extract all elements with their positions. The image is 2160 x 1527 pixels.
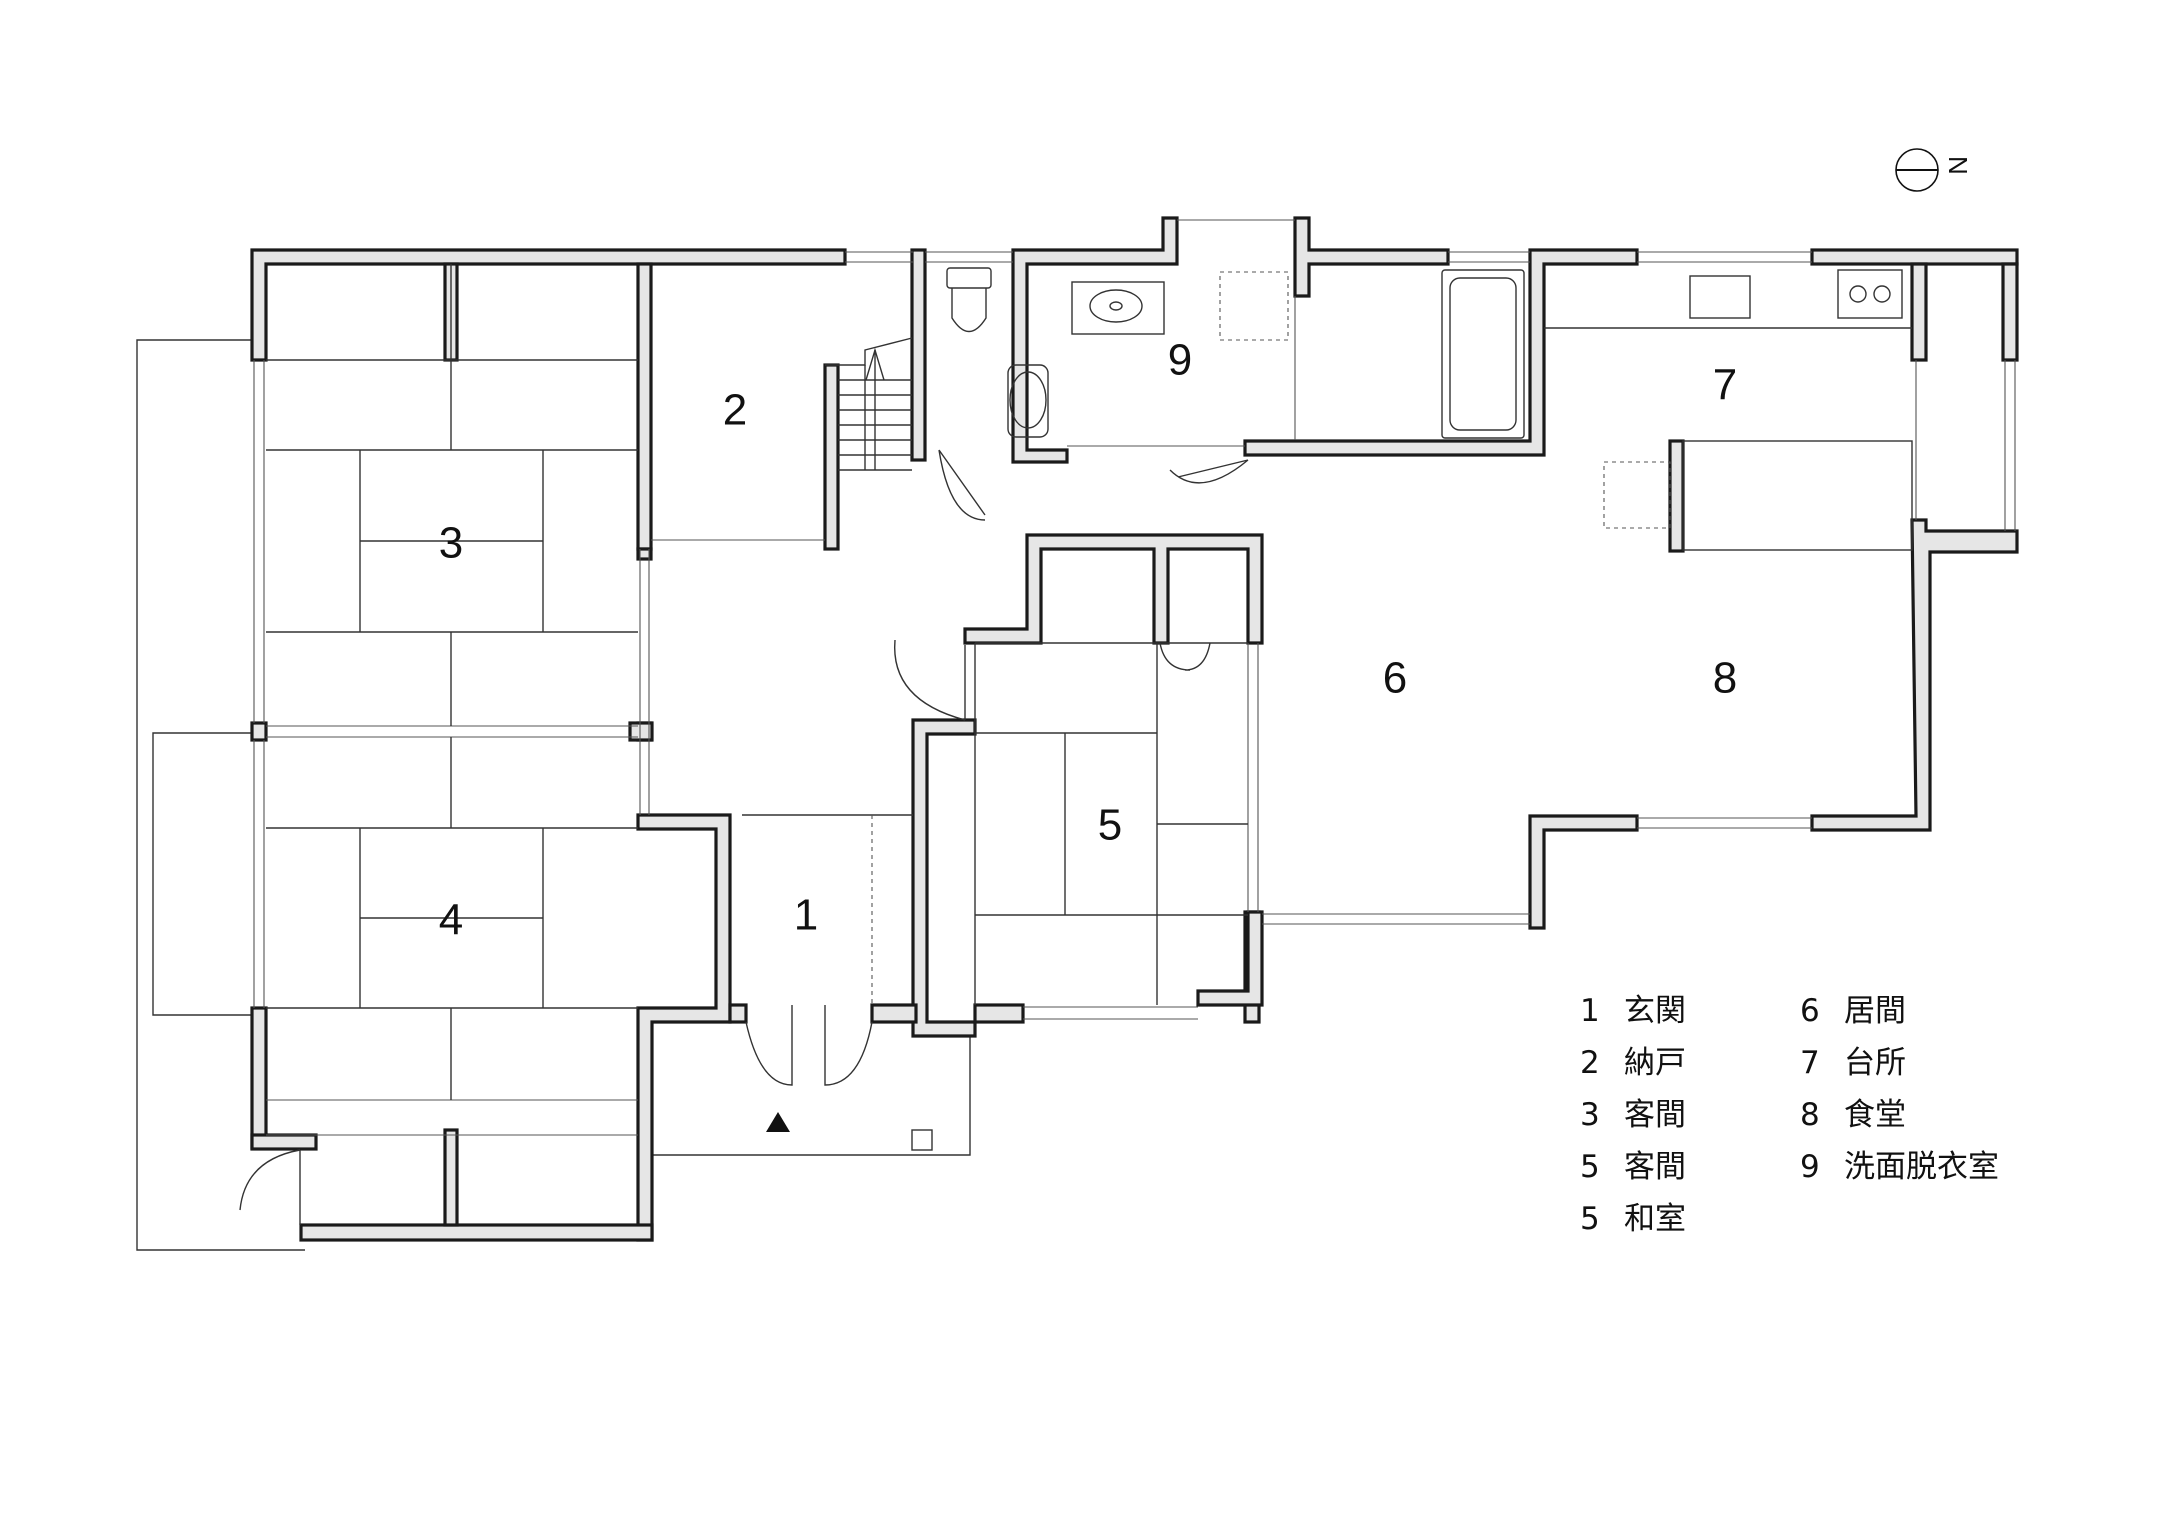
legend-room-name: 台所 xyxy=(1844,1045,1906,1081)
room-label-7: 7 xyxy=(1713,361,1737,410)
room-label-8: 8 xyxy=(1713,654,1737,703)
legend-number: 2 xyxy=(1580,1045,1600,1081)
entrance-porch xyxy=(651,1030,971,1156)
walls xyxy=(250,216,2019,1242)
legend-room-name: 和室 xyxy=(1624,1201,1686,1237)
entrance-arrow-icon xyxy=(766,1112,790,1132)
legend-room-name: 客間 xyxy=(1624,1097,1686,1133)
legend-number: 9 xyxy=(1800,1149,1820,1185)
stairs xyxy=(825,337,913,471)
legend-item: 1 玄関 xyxy=(1580,985,1686,1037)
legend-room-name: 居間 xyxy=(1844,993,1906,1029)
doors xyxy=(239,449,1249,1225)
compass: N xyxy=(1895,148,1973,192)
legend-item: 7 台所 xyxy=(1800,1037,1999,1089)
legend-number: 1 xyxy=(1580,993,1600,1029)
legend-item: 2 納戸 xyxy=(1580,1037,1686,1089)
legend-number: 8 xyxy=(1800,1097,1820,1133)
room-legend: 1 玄関 2 納戸 3 客間 5 客間 5 和室 6 居間 7 台所 8 食堂 9 洗面脱衣室 xyxy=(1580,985,2140,1245)
openings xyxy=(253,219,2016,1136)
compass-label: N xyxy=(1943,156,1973,175)
legend-item: 5 客間 xyxy=(1580,1141,1686,1193)
legend-number: 7 xyxy=(1800,1045,1820,1081)
tatami-room5 xyxy=(974,642,1248,1005)
legend-number: 6 xyxy=(1800,993,1820,1029)
legend-column-right: 6 居間 7 台所 8 食堂 9 洗面脱衣室 xyxy=(1800,985,1999,1193)
legend-item: 9 洗面脱衣室 xyxy=(1800,1141,1999,1193)
legend-number: 3 xyxy=(1580,1097,1600,1133)
tatami-room3 xyxy=(266,264,638,726)
fixtures xyxy=(742,267,1913,1151)
room-label-1: 1 xyxy=(794,891,818,940)
legend-room-name: 納戸 xyxy=(1624,1045,1686,1081)
veranda-inner xyxy=(152,732,258,1016)
tatami-room4 xyxy=(266,737,638,1100)
room-labels: 1 2 3 4 5 6 7 8 9 xyxy=(439,336,1737,945)
room-label-2: 2 xyxy=(723,386,747,435)
room-label-3: 3 xyxy=(439,519,463,568)
legend-room-name: 玄関 xyxy=(1624,993,1686,1029)
legend-item: 5 和室 xyxy=(1580,1193,1686,1245)
veranda-outline xyxy=(136,339,305,1251)
legend-number: 5 xyxy=(1580,1201,1600,1237)
legend-number: 5 xyxy=(1580,1149,1600,1185)
room-label-4: 4 xyxy=(439,896,463,945)
legend-item: 3 客間 xyxy=(1580,1089,1686,1141)
legend-room-name: 客間 xyxy=(1624,1149,1686,1185)
room-label-6: 6 xyxy=(1383,654,1407,703)
room-label-5: 5 xyxy=(1098,801,1122,850)
legend-item: 6 居間 xyxy=(1800,985,1999,1037)
legend-room-name: 食堂 xyxy=(1844,1097,1906,1133)
legend-item: 8 食堂 xyxy=(1800,1089,1999,1141)
legend-column-left: 1 玄関 2 納戸 3 客間 5 客間 5 和室 xyxy=(1580,985,1686,1245)
room-label-9: 9 xyxy=(1168,336,1192,385)
legend-room-name: 洗面脱衣室 xyxy=(1844,1149,1999,1185)
